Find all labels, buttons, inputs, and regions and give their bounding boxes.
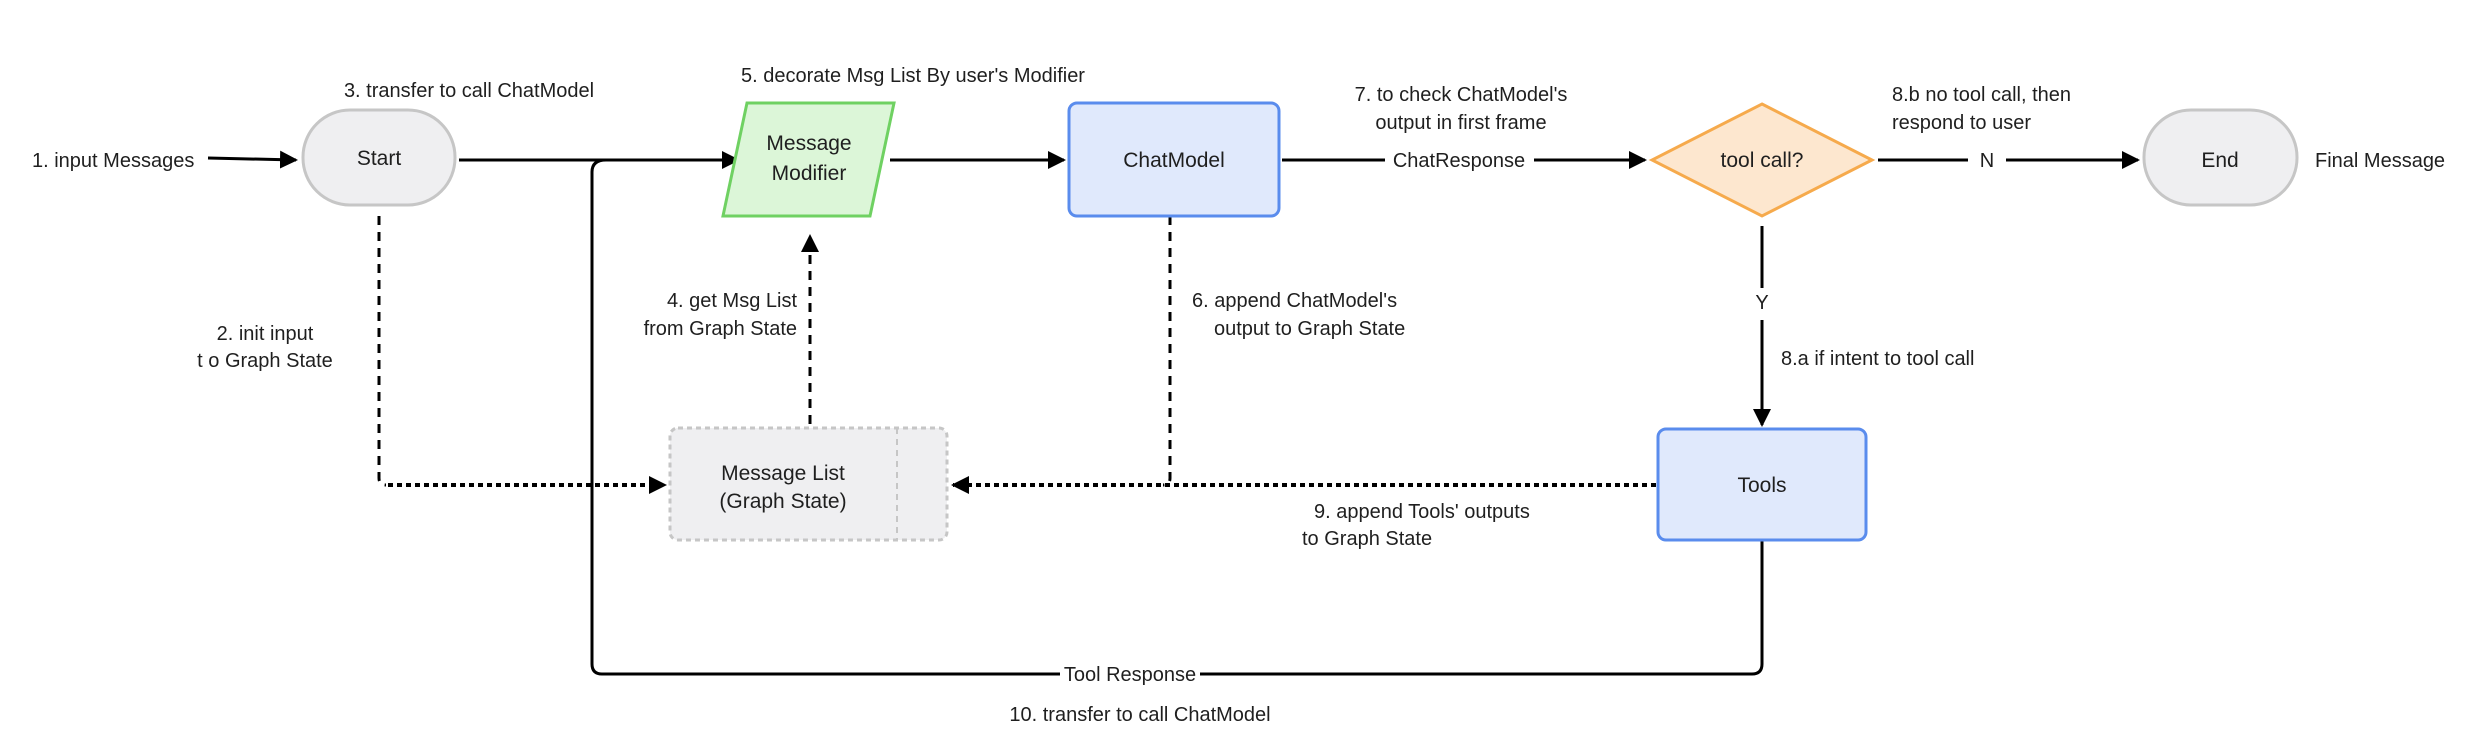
label-get-msg-list-1: 4. get Msg List (667, 290, 798, 312)
label-init-input-2: t o Graph State (197, 350, 333, 372)
node-end[interactable]: End (2142, 108, 2299, 207)
edge-chatmodel-to-messagelist (1162, 216, 1172, 487)
label-no: N (1980, 150, 1994, 172)
node-message-modifier[interactable]: Message Modifier (721, 101, 896, 218)
label-append-chatmodel-1: 6. append ChatModel's (1192, 290, 1397, 312)
label-check-output-2: output in first frame (1375, 112, 1546, 134)
label-decorate: 5. decorate Msg List By user's Modifier (741, 65, 1085, 87)
edge-input-to-start (207, 150, 298, 169)
label-input-messages: 1. input Messages (32, 150, 194, 172)
label-transfer-call: 3. transfer to call ChatModel (344, 80, 594, 102)
label-yes: Y (1755, 292, 1768, 314)
end-label: End (2201, 149, 2238, 172)
edge-labels: 1. input Messages 2. init input t o Grap… (32, 65, 2445, 726)
label-check-output-1: 7. to check ChatModel's (1355, 84, 1568, 106)
label-intent-tool-call: 8.a if intent to tool call (1781, 348, 1974, 370)
message-modifier-label-line2: Modifier (772, 162, 847, 185)
edge-start-to-messagelist (377, 216, 387, 487)
tool-call-label: tool call? (1721, 149, 1804, 172)
node-tool-call-decision[interactable]: tool call? (1648, 102, 1876, 218)
node-start[interactable]: Start (301, 108, 457, 207)
chatmodel-label: ChatModel (1123, 149, 1225, 172)
start-label: Start (357, 147, 402, 170)
edges (207, 150, 2138, 676)
label-chat-response: ChatResponse (1393, 150, 1525, 172)
message-list-label-line1: Message List (721, 462, 845, 485)
label-append-tools-1: 9. append Tools' outputs (1314, 501, 1530, 523)
label-final-message: Final Message (2315, 150, 2445, 172)
label-init-input-1: 2. init input (217, 323, 314, 345)
node-chatmodel[interactable]: ChatModel (1067, 101, 1281, 218)
message-modifier-label-line1: Message (766, 132, 851, 155)
message-list-label-line2: (Graph State) (719, 490, 846, 513)
edge-tools-loop-to-modifier (590, 158, 1764, 676)
label-transfer-call-2: 10. transfer to call ChatModel (1009, 704, 1270, 726)
label-get-msg-list-2: from Graph State (644, 318, 797, 340)
label-append-chatmodel-2: output to Graph State (1214, 318, 1405, 340)
label-no-tool-call-2: respond to user (1892, 112, 2031, 134)
node-message-list[interactable]: Message List (Graph State) (668, 426, 949, 542)
tools-label: Tools (1737, 474, 1786, 497)
node-tools[interactable]: Tools (1656, 427, 1868, 542)
label-append-tools-2: to Graph State (1302, 528, 1432, 550)
label-no-tool-call-1: 8.b no tool call, then (1892, 84, 2071, 106)
label-tool-response: Tool Response (1064, 664, 1196, 686)
